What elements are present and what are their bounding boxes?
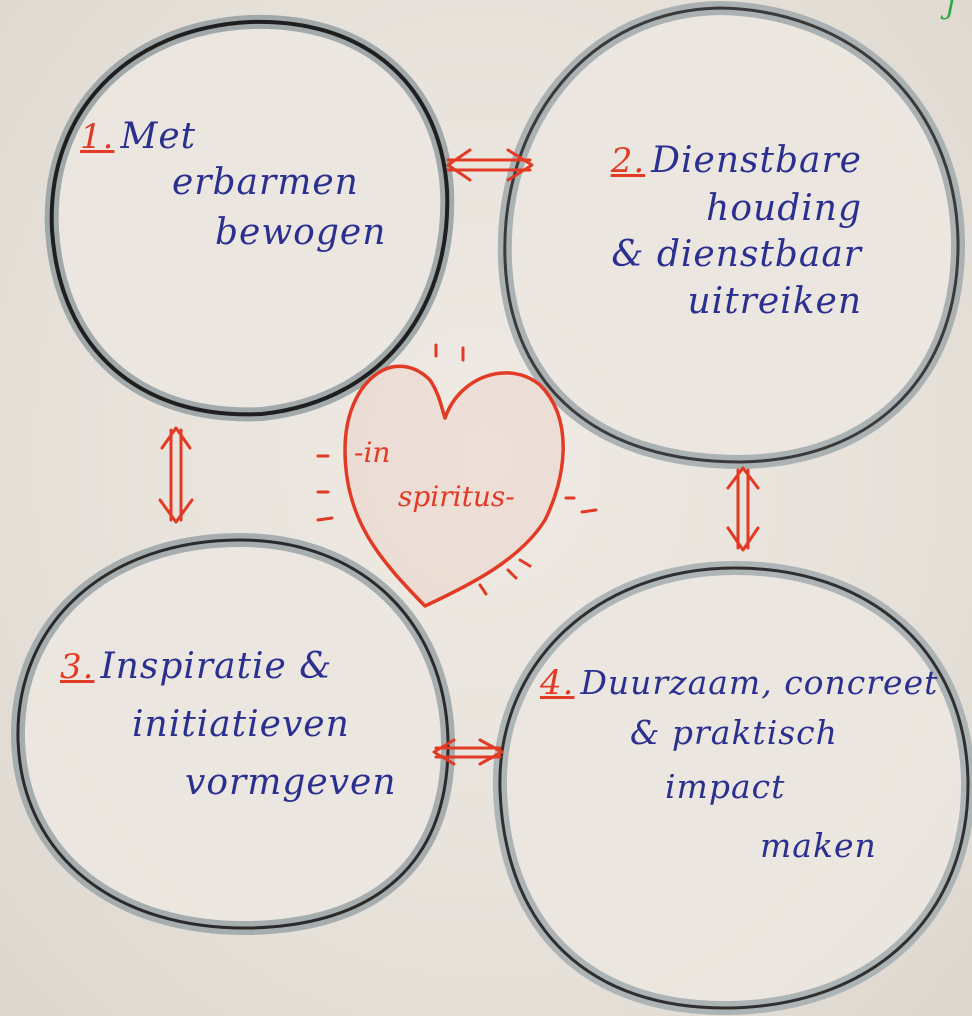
bubble-1-number: 1. bbox=[80, 117, 115, 157]
heart-shape bbox=[343, 364, 565, 608]
bubble-3-line-1: Inspiratie & bbox=[100, 646, 333, 687]
heart-text-line-1: -in bbox=[354, 436, 391, 469]
arrow-3-4 bbox=[432, 738, 504, 766]
bubble-4-line-4: maken bbox=[760, 825, 877, 865]
bubble-3-line-3: vormgeven bbox=[185, 761, 397, 803]
bubble-3-label: 3.Inspiratie & initiatieven vormgeven bbox=[60, 648, 397, 801]
corner-mark: j bbox=[946, 0, 956, 21]
bubble-1-label: 1.Met erbarmen bewogen bbox=[80, 118, 386, 251]
bubble-1-line-1: Met bbox=[120, 116, 197, 157]
bubble-1-line-2: erbarmen bbox=[172, 161, 359, 203]
bubble-1-line-3: bewogen bbox=[215, 211, 387, 253]
bubble-2-line-3: & dienstbaar bbox=[611, 233, 862, 275]
arrow-1-2 bbox=[446, 148, 534, 182]
bubble-3-line-2: initiatieven bbox=[132, 703, 350, 745]
heart-text-line-2: spiritus- bbox=[398, 480, 515, 513]
heart-rays bbox=[316, 343, 598, 596]
bubble-2-line-1: Dienstbare bbox=[651, 140, 862, 181]
arrow-1-3 bbox=[158, 426, 194, 524]
bubble-4-line-2: & praktisch bbox=[630, 712, 838, 752]
bubble-4-label: 4.Duurzaam, concreet & praktisch impact … bbox=[540, 663, 939, 865]
bubble-2-number: 2. bbox=[610, 141, 646, 181]
bubble-2-line-4: uitreiken bbox=[687, 281, 862, 323]
bubble-3-number: 3. bbox=[60, 647, 95, 687]
bubble-2-label: 2.Dienstbare houding & dienstbaar uitrei… bbox=[562, 142, 862, 321]
arrow-2-4 bbox=[726, 466, 760, 552]
bubble-2-line-2: houding bbox=[706, 187, 862, 229]
bubble-4-number: 4. bbox=[540, 663, 575, 703]
bubble-4-line-1: Duurzaam, concreet bbox=[580, 663, 939, 702]
bubble-4-line-3: impact bbox=[665, 767, 786, 807]
